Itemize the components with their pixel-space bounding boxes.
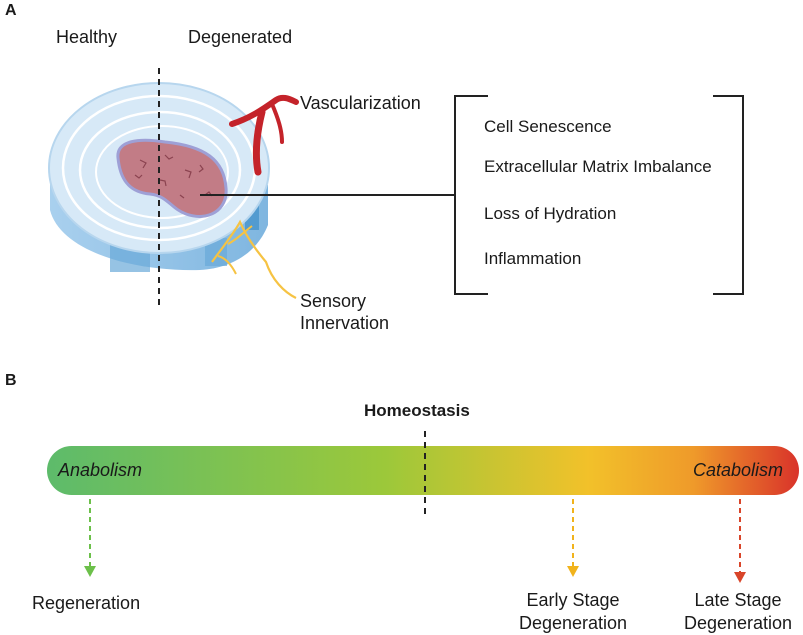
degenerated-label: Degenerated (188, 27, 293, 47)
panel-a-label: A (5, 2, 17, 19)
early-stage-label-line2: Degeneration (518, 613, 628, 633)
blood-vessel (229, 94, 299, 127)
healthy-label: Healthy (56, 27, 118, 47)
feature-cell-senescence: Cell Senescence (484, 117, 612, 136)
right-bracket (713, 95, 744, 295)
regeneration-arrow (84, 499, 96, 577)
sensory-label-line1: Sensory (300, 291, 367, 311)
sensory-label-line2: Innervation (300, 313, 390, 333)
early-degeneration-arrow (567, 499, 579, 577)
left-bracket (454, 95, 488, 295)
anabolism-catabolism-bar (47, 446, 799, 495)
early-stage-label-line1: Early Stage (526, 590, 620, 610)
vascularization-label: Vascularization (300, 93, 421, 113)
anabolism-label: Anabolism (58, 460, 143, 480)
feature-ecm-imbalance: Extracellular Matrix Imbalance (484, 157, 712, 176)
homeostasis-label: Homeostasis (364, 401, 470, 420)
late-stage-label-line2: Degeneration (683, 613, 793, 633)
feature-inflammation: Inflammation (484, 249, 582, 268)
catabolism-label: Catabolism (693, 460, 784, 480)
feature-loss-of-hydration: Loss of Hydration (484, 204, 617, 223)
nucleus-pulposus (116, 138, 228, 218)
regeneration-label: Regeneration (32, 593, 141, 613)
intervertebral-disc-illustration (48, 82, 299, 299)
late-degeneration-arrow (734, 499, 746, 583)
panel-b-label: B (5, 372, 17, 389)
late-stage-label-line1: Late Stage (694, 590, 782, 610)
sensory-nerve (211, 219, 297, 299)
